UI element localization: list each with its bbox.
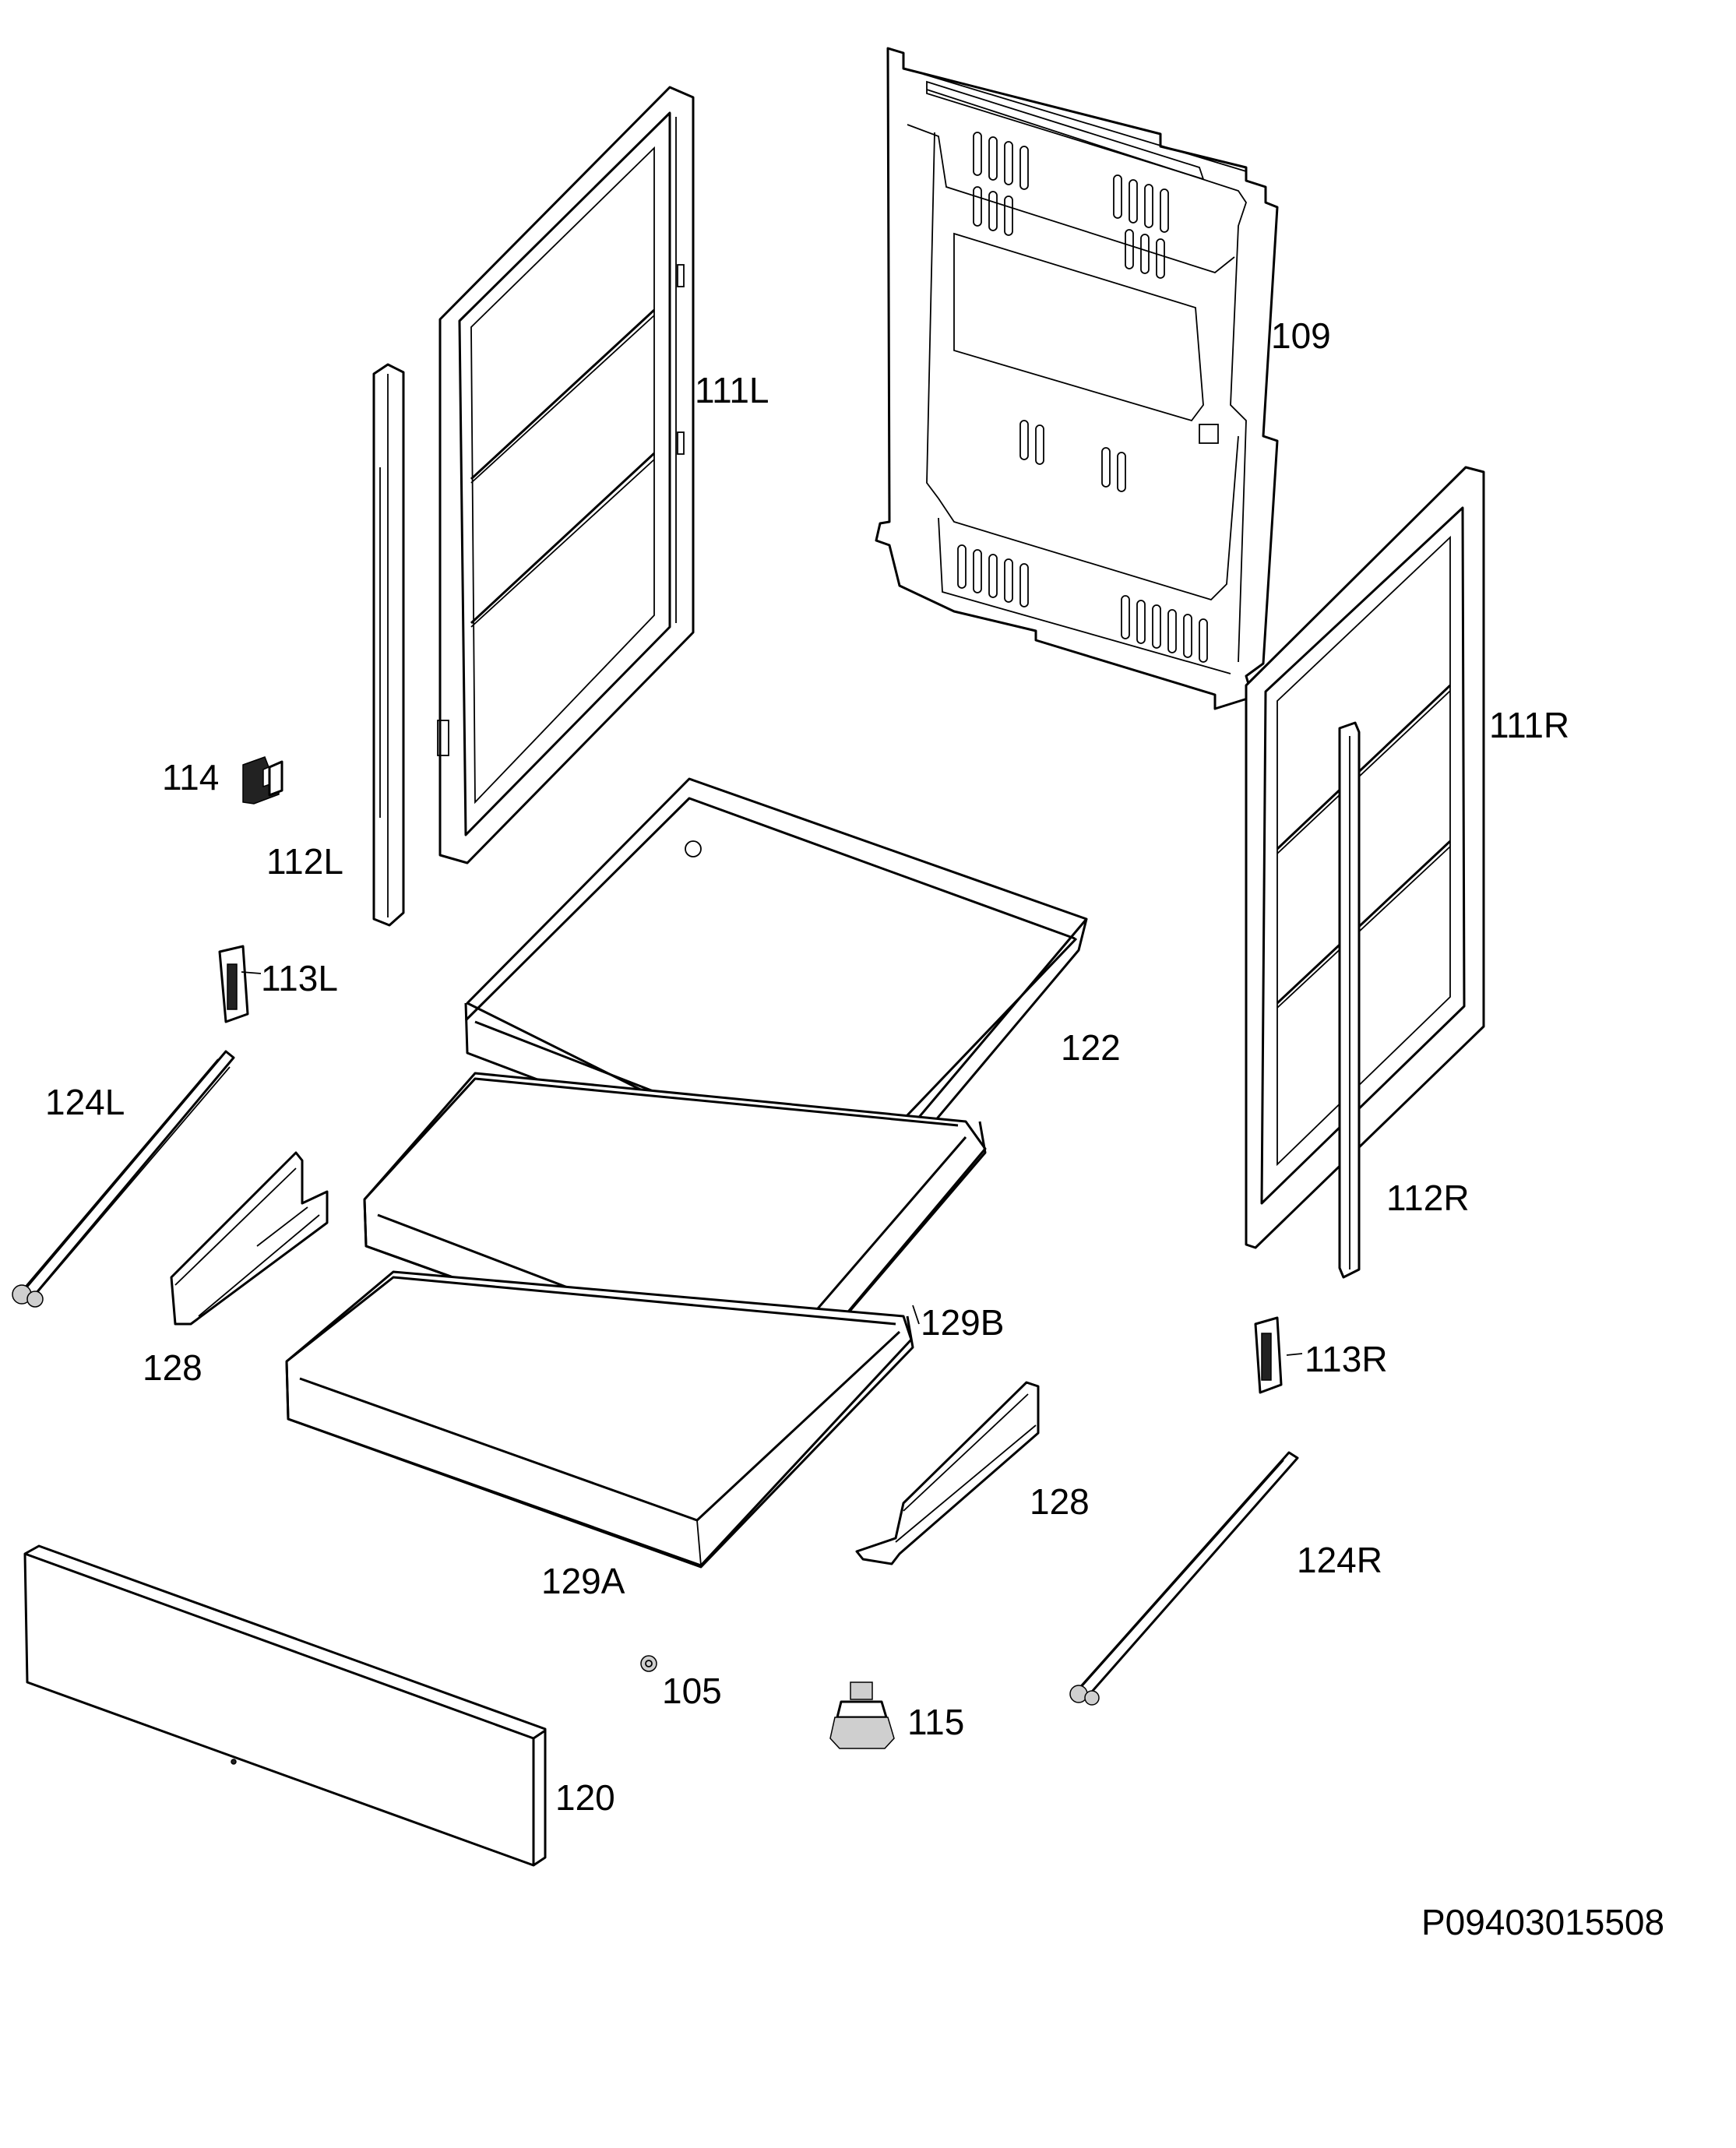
- label-128-left: 128: [143, 1347, 202, 1388]
- part-113R-hinge: [1254, 1316, 1283, 1394]
- part-115-foot: [829, 1681, 895, 1749]
- label-124R: 124R: [1297, 1540, 1382, 1580]
- label-109: 109: [1271, 315, 1331, 356]
- part-111R-right-side-frame: [1245, 466, 1485, 1249]
- part-112L-left-strip: [372, 363, 405, 927]
- part-120-plinth: [23, 1544, 547, 1867]
- label-112L: 112L: [266, 841, 343, 882]
- label-115: 115: [907, 1702, 965, 1742]
- label-113L: 113L: [261, 958, 338, 998]
- label-122: 122: [1061, 1027, 1121, 1068]
- part-112R-right-strip: [1338, 721, 1361, 1279]
- label-128-right: 128: [1030, 1481, 1090, 1522]
- label-124L: 124L: [45, 1082, 125, 1122]
- part-114-clip: [242, 756, 283, 805]
- label-105: 105: [662, 1671, 722, 1711]
- label-129B: 129B: [921, 1302, 1005, 1343]
- label-113R: 113R: [1305, 1339, 1388, 1379]
- part-128-right-bracket: [855, 1381, 1040, 1565]
- part-111L-left-side-frame: [437, 86, 695, 864]
- part-109-back-panel: [875, 47, 1279, 710]
- part-113L-hinge: [218, 945, 249, 1023]
- label-111R: 111R: [1489, 705, 1570, 745]
- label-120: 120: [555, 1777, 615, 1818]
- back-panel-vent-slots: [957, 132, 1219, 663]
- document-code: P09403015508: [1421, 1902, 1665, 1942]
- part-124L-left-rail: [12, 1050, 235, 1308]
- label-111L: 111L: [695, 370, 769, 410]
- part-129A-tray: [285, 1270, 914, 1569]
- label-129A: 129A: [541, 1561, 625, 1601]
- label-114: 114: [162, 757, 220, 798]
- label-112R: 112R: [1386, 1178, 1470, 1218]
- leader-lines: [241, 971, 1303, 1356]
- part-124R-right-rail: [1069, 1451, 1299, 1706]
- part-105-nut: [640, 1655, 657, 1672]
- part-128-left-bracket: [170, 1151, 329, 1326]
